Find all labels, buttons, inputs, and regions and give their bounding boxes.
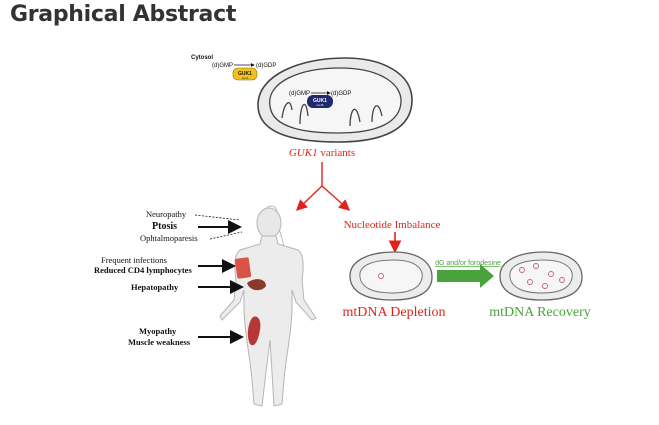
symptom-neuropathy: Neuropathy bbox=[146, 209, 187, 219]
cytosol-dgdp: (d)GDP bbox=[256, 63, 276, 69]
lymph-node-icon bbox=[234, 257, 252, 279]
symptom-lymphocytes: Reduced CD4 lymphocytes bbox=[94, 265, 192, 275]
mito-dgdp: (d)GDP bbox=[331, 91, 351, 97]
symptom-hepatopathy: Hepatopathy bbox=[131, 282, 179, 292]
page-title: Graphical Abstract bbox=[10, 2, 237, 27]
arrow-to-patient bbox=[295, 185, 323, 211]
mito-dgmp: (d)GMP bbox=[289, 91, 310, 97]
mitochondrion-depleted bbox=[349, 251, 433, 301]
nucleotide-imbalance-label: Nucleotide Imbalance bbox=[344, 219, 441, 231]
treatment-arrow bbox=[437, 264, 494, 288]
cytosol-label: Cytosol bbox=[191, 55, 213, 61]
guk1-mito-badge bbox=[307, 95, 333, 108]
symptom-ophtalmoparesis: Ophtalmoparesis bbox=[140, 233, 198, 243]
symptom-muscle-weakness: Muscle weakness bbox=[128, 337, 191, 347]
guk1-cytosol-iso: iso A bbox=[242, 76, 249, 80]
mitochondrion-recovered bbox=[499, 251, 583, 301]
guk1-mito-label: GUK1 bbox=[313, 98, 327, 104]
symptom-myopathy: Myopathy bbox=[139, 326, 177, 336]
guk1-mito-iso: iso B bbox=[317, 103, 324, 107]
human-figure bbox=[219, 205, 317, 407]
muscle-icon bbox=[247, 316, 261, 346]
cytosol-dgmp: (d)GMP bbox=[212, 63, 233, 69]
liver-icon bbox=[247, 279, 266, 291]
mitochondrion-large bbox=[257, 57, 413, 143]
mtdna-recovery-label: mtDNA Recovery bbox=[489, 305, 590, 320]
arrow-to-imbalance bbox=[321, 185, 351, 211]
arrow-ophtalmoparesis bbox=[209, 231, 243, 240]
symptom-ptosis: Ptosis bbox=[152, 221, 177, 232]
arrow-neuropathy bbox=[194, 214, 241, 221]
treatment-label: dG and/or forodesine bbox=[435, 260, 501, 267]
symptom-infections: Frequent infections bbox=[101, 255, 167, 265]
guk1-variants-label: GUK1 variants bbox=[289, 147, 355, 159]
guk1-cytosol-badge bbox=[232, 67, 258, 81]
guk1-cytosol-label: GUK1 bbox=[238, 71, 252, 77]
mtdna-depletion-label: mtDNA Depletion bbox=[342, 305, 445, 320]
